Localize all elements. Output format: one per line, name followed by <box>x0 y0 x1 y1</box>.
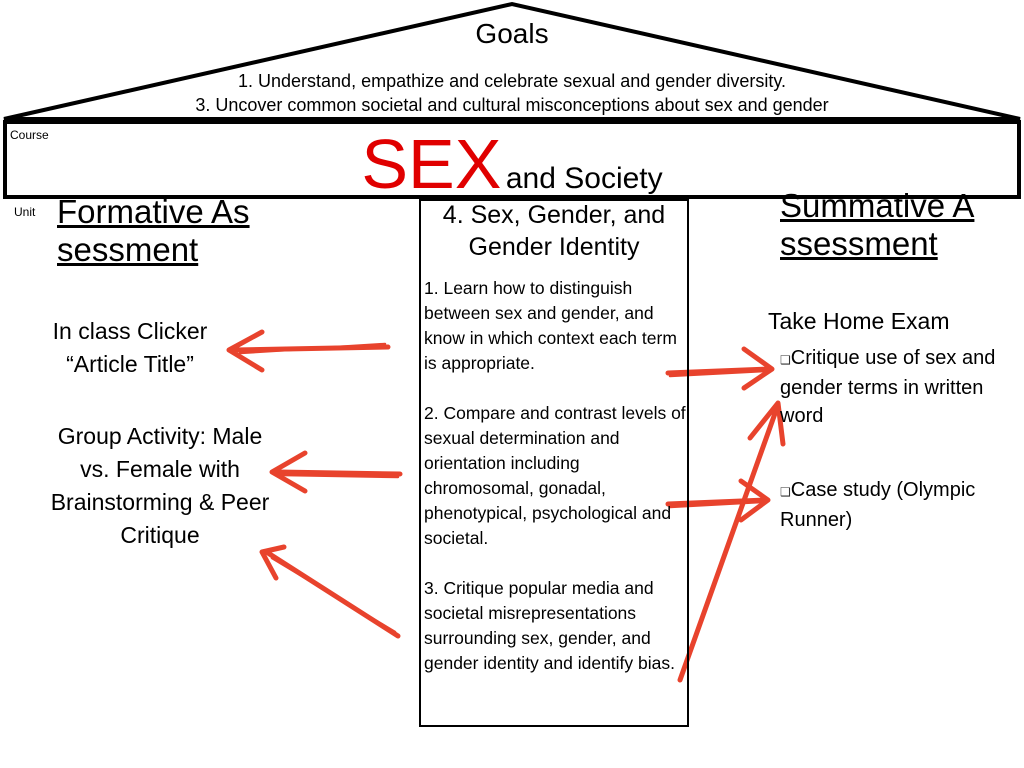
goals-roof <box>3 1 1021 121</box>
formative-item-group-activity: Group Activity: Male vs. Female with Bra… <box>50 423 270 548</box>
goal-1: 1. Understand, empathize and celebrate s… <box>238 71 786 91</box>
bullet-icon: ❑ <box>780 353 791 367</box>
formative-heading: Formative Assessment <box>57 193 250 268</box>
formative-item-clicker: In class Clicker “Article Title” <box>52 318 208 377</box>
arrows <box>226 329 786 683</box>
unit-title: 4. Sex, Gender, and Gender Identity <box>442 201 666 261</box>
arrow-icon <box>269 450 403 494</box>
bullet-icon: ❑ <box>780 485 791 499</box>
course-title-rest: and Society <box>505 162 663 195</box>
course-title-sex: SEX <box>361 125 502 203</box>
course-box <box>3 120 1021 199</box>
arrow-icon <box>665 346 775 391</box>
unit-label: Unit <box>14 205 36 219</box>
unit-objectives: 1. Learn how to distinguish between sex … <box>424 278 686 673</box>
goals-title: Goals <box>475 18 549 49</box>
unit-box <box>419 199 689 727</box>
course-label: Course <box>10 128 49 142</box>
summative-item-critique: ❑Critique use of sex and gender terms in… <box>780 347 996 427</box>
summative-heading: Summative Assessment <box>780 187 975 262</box>
summative-item-case-study: ❑Case study (Olympic Runner) <box>780 479 976 531</box>
goal-3: 3. Uncover common societal and cultural … <box>195 95 829 115</box>
course-title: SEX and Society <box>0 128 1024 200</box>
summative-exam: Take Home Exam <box>768 308 950 334</box>
